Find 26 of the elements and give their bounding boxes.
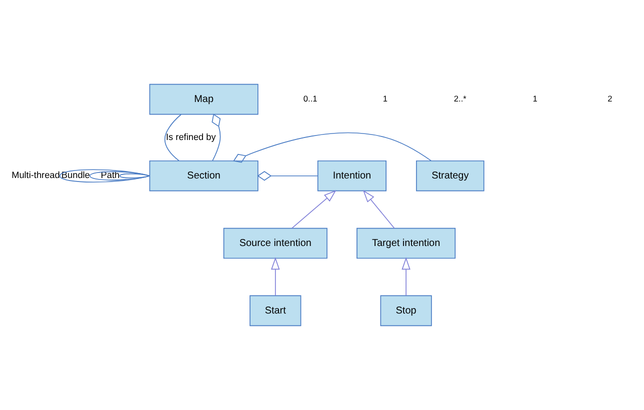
node-box: Stop [380, 295, 432, 326]
connector [233, 132, 432, 163]
edge-label: Multi-thread [12, 170, 60, 180]
arrow [271, 257, 280, 296]
connector [212, 114, 221, 162]
label: 2 [608, 93, 612, 104]
arrow [402, 257, 410, 296]
node-box: Strategy [416, 160, 484, 192]
arrow [362, 190, 395, 229]
label: 0..1 [303, 93, 318, 104]
node-box: Source intention [223, 228, 328, 259]
label: 1 [382, 93, 388, 104]
node-box: Intention [317, 160, 386, 192]
edge-label: Is refined by [166, 132, 216, 142]
node-box: Section [149, 160, 258, 192]
node-box: Map [149, 84, 258, 115]
node-box: Start [250, 295, 302, 326]
connector [257, 171, 318, 181]
edge-label: Bundle [61, 170, 90, 180]
arrow [292, 190, 336, 229]
edge-label: Path [100, 170, 120, 180]
node-box: Target intention [356, 228, 456, 259]
label: 1 [532, 93, 538, 104]
label: 2..* [454, 93, 466, 104]
connector [59, 169, 150, 183]
connector [164, 114, 182, 162]
